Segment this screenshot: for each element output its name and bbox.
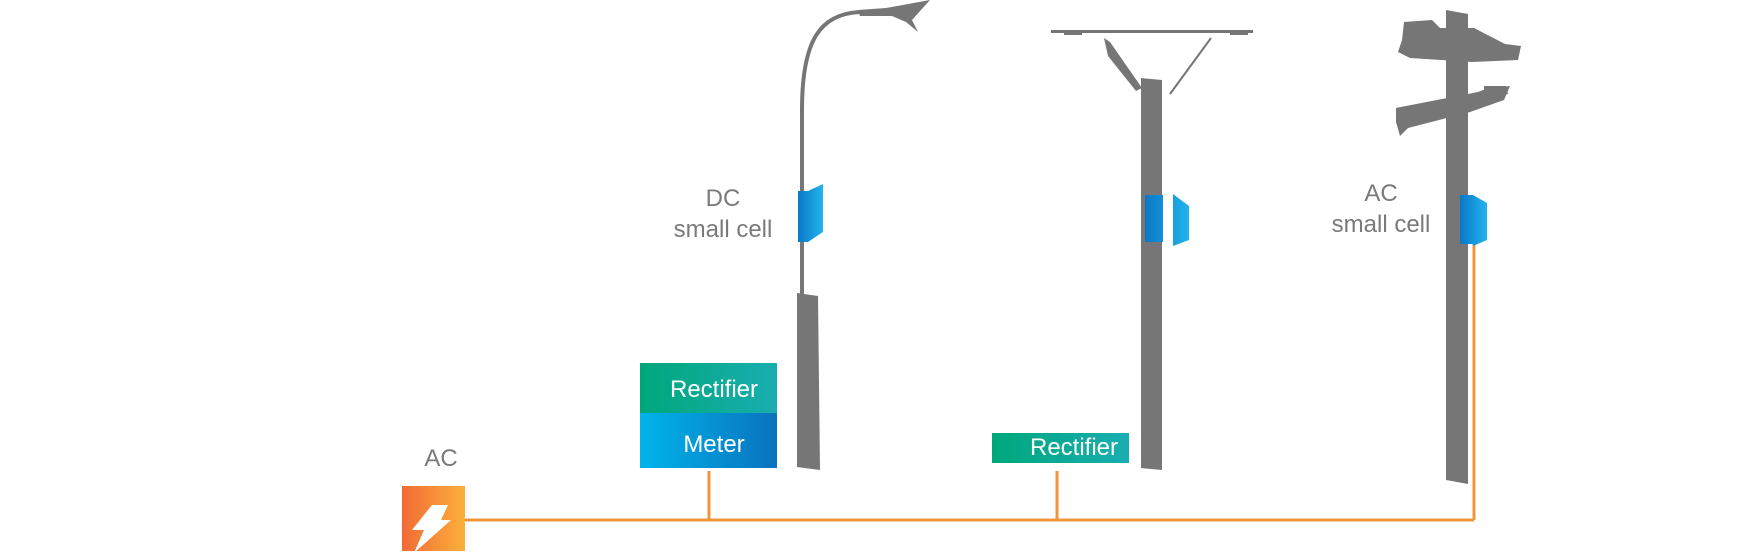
street-light-pole-base	[797, 293, 820, 470]
utility-pole-crossarm-top	[1398, 20, 1521, 62]
t-bar-brace-right	[1169, 37, 1212, 95]
meter-label: Meter	[683, 431, 744, 458]
ac-source-label: AC	[424, 445, 457, 472]
ac-small-cell-label-line2: small cell	[1332, 211, 1431, 238]
street-light-arm	[800, 10, 861, 296]
dc-small-cell-label-line1: DC	[706, 185, 741, 212]
t-bar-crossbar-cap-left	[1064, 31, 1082, 35]
t-bar-brace-left	[1104, 38, 1142, 91]
rectifier-meter-unit: Rectifier Meter	[640, 363, 777, 468]
meter-box	[640, 413, 777, 468]
t-bar-crossbar	[1051, 30, 1253, 33]
t-bar-pole-shaft	[1141, 78, 1162, 470]
ac-source: AC	[402, 445, 465, 553]
utility-pole: AC small cell	[1332, 10, 1521, 484]
rectifier-box-left	[640, 363, 777, 413]
rectifier-box-middle	[992, 433, 1129, 463]
power-wiring	[464, 244, 1476, 522]
rectifier-middle-label: Rectifier	[1030, 434, 1118, 461]
street-light-pole: DC small cell	[674, 0, 930, 470]
rectifier-middle-unit: Rectifier	[992, 433, 1129, 463]
utility-pole-insulator	[1484, 86, 1508, 96]
t-bar-pole	[1051, 30, 1253, 470]
dc-small-cell-label-line2: small cell	[674, 216, 773, 243]
ac-small-cell-label-line1: AC	[1364, 180, 1397, 207]
utility-pole-shaft	[1446, 10, 1468, 484]
lightning-bolt-icon	[412, 505, 451, 553]
street-light-lamp	[858, 0, 930, 32]
rectifier-left-label: Rectifier	[670, 376, 758, 403]
dc-small-cell-radio	[798, 184, 823, 242]
ac-small-cell-radio	[1460, 195, 1487, 246]
t-bar-small-cell-radio	[1145, 194, 1189, 246]
utility-pole-crossarm-lower	[1396, 86, 1510, 136]
t-bar-crossbar-cap-right	[1230, 31, 1248, 35]
